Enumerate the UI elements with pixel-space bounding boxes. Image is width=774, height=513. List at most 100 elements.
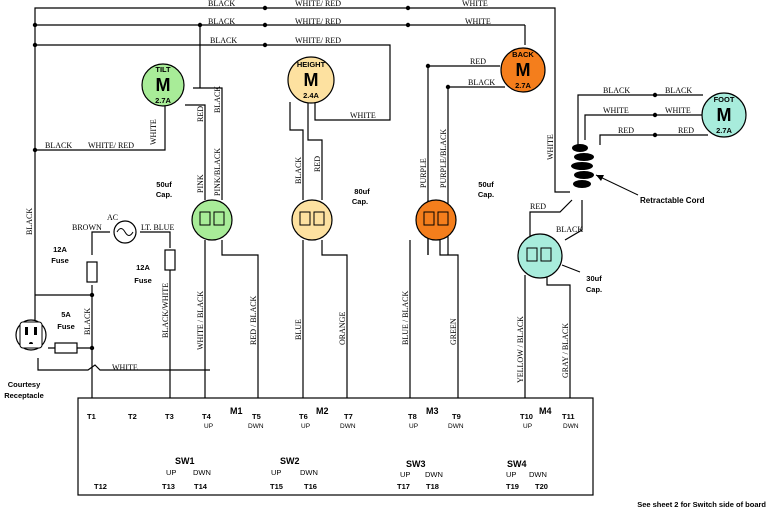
wires [34,7,708,398]
svg-text:GREEN: GREEN [449,318,458,345]
svg-text:BLACK: BLACK [83,308,92,335]
svg-text:BLACK: BLACK [208,0,235,8]
capacitor-icon [291,199,333,241]
wire-labels: BLACK WHITE/ RED WHITE BLACK WHITE/ RED … [25,0,694,383]
capacitor-back: 50uf Cap. [415,180,494,241]
svg-text:T15: T15 [270,482,283,491]
svg-text:50uf: 50uf [478,180,494,189]
svg-text:Cap.: Cap. [156,190,172,199]
svg-text:T10: T10 [520,412,533,421]
svg-text:WHITE: WHITE [465,17,491,26]
retractable-cord: Retractable Cord [571,144,705,205]
switch-sw4: SW4 UP DWN T19 T20 [506,459,548,491]
svg-text:BLACK: BLACK [208,17,235,26]
wire-red-black-t5 [221,240,259,398]
svg-text:DWN: DWN [448,423,464,430]
svg-text:AC: AC [107,213,118,222]
coil-icon [571,144,594,188]
svg-text:GRAY / BLACK: GRAY / BLACK [561,323,570,378]
svg-text:T17: T17 [397,482,410,491]
svg-text:BLACK: BLACK [213,86,222,113]
svg-text:M: M [156,75,171,95]
svg-text:50uf: 50uf [156,180,172,189]
svg-text:2.7A: 2.7A [716,126,732,135]
svg-text:HEIGHT: HEIGHT [297,60,326,69]
svg-text:80uf: 80uf [354,187,370,196]
svg-text:WHITE: WHITE [546,134,555,160]
motor-height: HEIGHT M 2.4A [287,56,335,104]
svg-text:DWN: DWN [193,468,211,477]
svg-text:RED: RED [470,57,486,66]
svg-text:BLUE / BLACK: BLUE / BLACK [401,291,410,345]
svg-text:RED: RED [678,126,694,135]
fuse-5a: 5A Fuse [54,310,78,354]
wire-foot-red2 [529,199,573,240]
capacitor-foot: 30uf Cap. [517,233,602,294]
svg-text:BLACK: BLACK [556,225,583,234]
svg-text:Fuse: Fuse [134,276,152,285]
svg-text:WHITE: WHITE [112,363,138,372]
svg-text:Cap.: Cap. [352,197,368,206]
junctions [32,5,658,351]
svg-text:TILT: TILT [155,65,171,74]
switch-sw1: SW1 UP DWN T13 T14 [162,456,211,491]
motor-foot: FOOT M 2.7A [701,92,747,138]
wire-ltblue [140,231,171,248]
svg-text:Receptacle: Receptacle [4,391,44,400]
fuse-icon [164,249,176,271]
svg-text:UP: UP [271,468,281,477]
board-outline [77,397,594,496]
svg-text:RED: RED [618,126,634,135]
svg-text:WHITE: WHITE [350,111,376,120]
motor-back-icon [500,47,546,93]
svg-text:DWN: DWN [425,470,443,479]
capacitor-icon [415,199,457,241]
svg-text:PURPLE/BLACK: PURPLE/BLACK [439,129,448,188]
svg-text:RED: RED [530,202,546,211]
ac-source [113,220,137,244]
svg-text:BLUE: BLUE [294,319,303,340]
svg-text:BROWN: BROWN [72,223,102,232]
svg-text:BLACK: BLACK [45,141,72,150]
svg-text:WHITE: WHITE [665,106,691,115]
svg-text:T12: T12 [94,482,107,491]
svg-text:BLACK: BLACK [294,157,303,184]
svg-text:T11: T11 [562,412,575,421]
wire-left-black [35,285,93,296]
wire-back-black [447,86,505,255]
wire-foot-black [577,94,703,150]
svg-text:UP: UP [400,470,410,479]
svg-text:T5: T5 [252,412,261,421]
wire-gray-black-t11 [546,275,571,398]
svg-text:RED / BLACK: RED / BLACK [249,295,258,345]
svg-text:M: M [516,60,531,80]
motor-tilt-icon [141,63,185,107]
svg-text:T3: T3 [165,412,174,421]
wire-row3 [35,44,391,121]
svg-text:DWN: DWN [248,423,264,430]
svg-text:T4: T4 [202,412,212,421]
svg-text:WHITE: WHITE [603,106,629,115]
svg-text:DWN: DWN [340,423,356,430]
svg-text:M2: M2 [316,406,329,416]
svg-text:T16: T16 [304,482,317,491]
svg-text:T8: T8 [408,412,417,421]
wire-orange-t7 [321,240,348,398]
wire-height-red [307,102,323,200]
svg-text:BLACK: BLACK [210,36,237,45]
svg-text:2.7A: 2.7A [515,81,531,90]
svg-text:M1: M1 [230,406,243,416]
svg-text:RED: RED [313,156,322,172]
wire-top-black-white [34,7,570,330]
svg-text:BACK: BACK [512,50,534,59]
wire-foot-black2 [564,200,583,241]
courtesy-receptacle: Courtesy Receptacle [4,319,47,400]
svg-text:BLACK: BLACK [468,78,495,87]
svg-text:30uf: 30uf [586,274,602,283]
fuse-icon [86,261,98,283]
svg-text:UP: UP [409,423,418,430]
switch-sw2: SW2 UP DWN T15 T16 [270,456,318,491]
wire-receptacle-white [37,358,210,371]
svg-text:2.7A: 2.7A [155,96,171,105]
svg-text:M3: M3 [426,406,439,416]
